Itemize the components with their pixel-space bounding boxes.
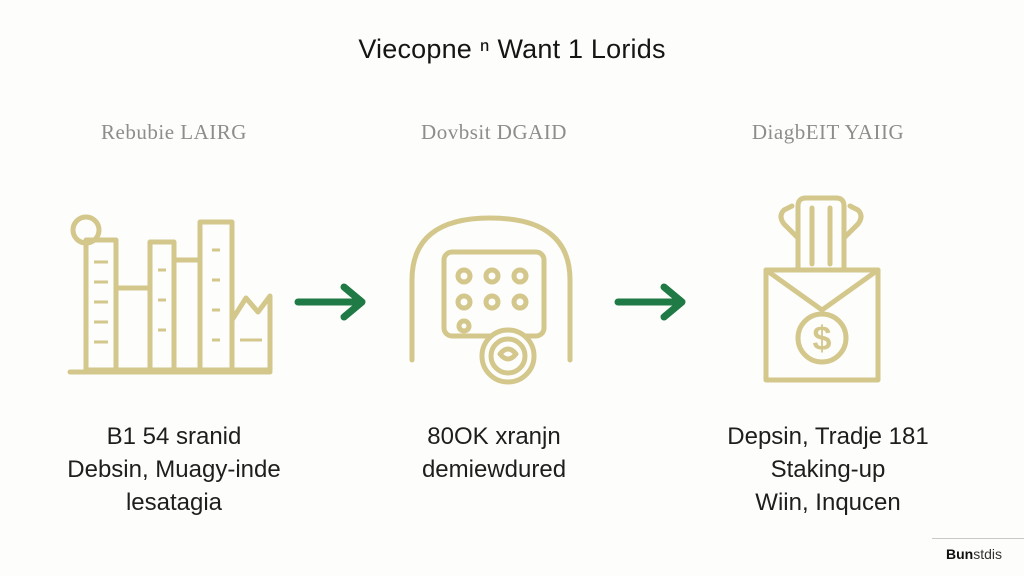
right-arrow-icon xyxy=(614,283,686,321)
step-3-line: Staking-up xyxy=(770,456,886,483)
step-1-line: B1 54 sranid xyxy=(106,423,242,450)
diagram-title: Viecopne ⁿ Want 1 Lorids xyxy=(358,34,666,64)
step-2-heading: Dovbsit DGAID xyxy=(421,120,567,144)
right-arrow-icon xyxy=(294,283,366,321)
step-2-description: 80OK xranjn demiewdured xyxy=(344,420,644,486)
watermark-divider xyxy=(932,538,1024,539)
watermark: Bunstdis xyxy=(946,546,1002,562)
step-1-line: Debsin, Muagy-inde xyxy=(67,456,281,483)
step-2-line: 80OK xranjn xyxy=(427,423,561,450)
svg-text:$: $ xyxy=(813,320,832,358)
calendar-coin-icon xyxy=(409,215,573,385)
city-buildings-icon xyxy=(67,214,273,375)
watermark-rest: stdis xyxy=(973,546,1003,562)
watermark-bold: Bun xyxy=(946,546,974,562)
step-2-line: demiewdured xyxy=(421,456,567,483)
step-3-heading: DiagbEIT YAIIG xyxy=(751,120,905,144)
step-1-line: lesatagia xyxy=(125,489,223,516)
step-1-description: B1 54 sranid Debsin, Muagy-inde lesatagi… xyxy=(24,420,324,519)
step-3-line: Wiin, Inqucen xyxy=(755,489,901,516)
dollar-envelope-icon: $ xyxy=(763,195,881,383)
step-3-line: Depsin, Tradje 181 xyxy=(727,423,929,450)
step-1-heading: Rebubie LAIRG xyxy=(101,120,247,144)
step-3-description: Depsin, Tradje 181 Staking-up Wiin, Inqu… xyxy=(678,420,978,519)
